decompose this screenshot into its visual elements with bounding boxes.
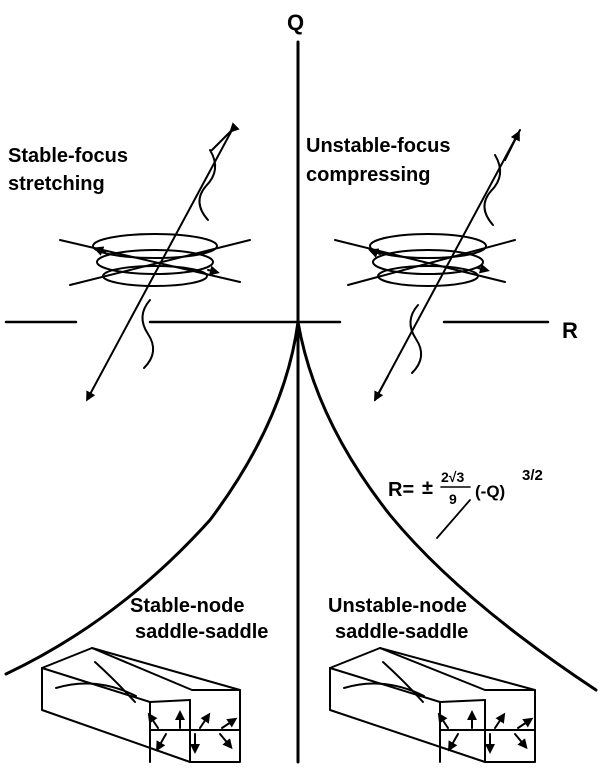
svg-text:2√3: 2√3 [441,469,464,485]
svg-text:Unstable-focus: Unstable-focus [306,135,450,157]
svg-text:±: ± [422,477,433,499]
unstable-node-block [329,647,536,763]
label-unstable-focus: Unstable-focus compressing [306,135,450,186]
svg-text:(-Q): (-Q) [475,482,505,501]
stable-node-block [41,647,241,763]
svg-text:Stable-focus: Stable-focus [8,145,128,167]
q-axis-label: Q [287,10,304,35]
svg-text:3/2: 3/2 [522,467,543,484]
stable-focus-glyph [59,122,251,402]
discriminant-formula: R= ± 2√3 9 (-Q) 3/2 [388,467,543,507]
svg-text:Stable-node: Stable-node [130,595,244,617]
label-unstable-node: Unstable-node saddle-saddle [328,595,468,643]
r-axis-label: R [562,318,578,343]
unstable-focus-glyph [334,129,521,402]
svg-text:9: 9 [449,491,457,507]
svg-text:saddle-saddle: saddle-saddle [335,621,468,643]
label-stable-focus: Stable-focus stretching [8,145,128,195]
svg-text:R=: R= [388,479,414,501]
svg-text:compressing: compressing [306,164,430,186]
formula-leader-line [436,499,471,539]
label-stable-node: Stable-node saddle-saddle [130,595,268,643]
discriminant-curve-right [296,320,598,692]
svg-text:Unstable-node: Unstable-node [328,595,467,617]
svg-text:stretching: stretching [8,173,105,195]
svg-text:saddle-saddle: saddle-saddle [135,621,268,643]
discriminant-curve-left [4,320,300,676]
